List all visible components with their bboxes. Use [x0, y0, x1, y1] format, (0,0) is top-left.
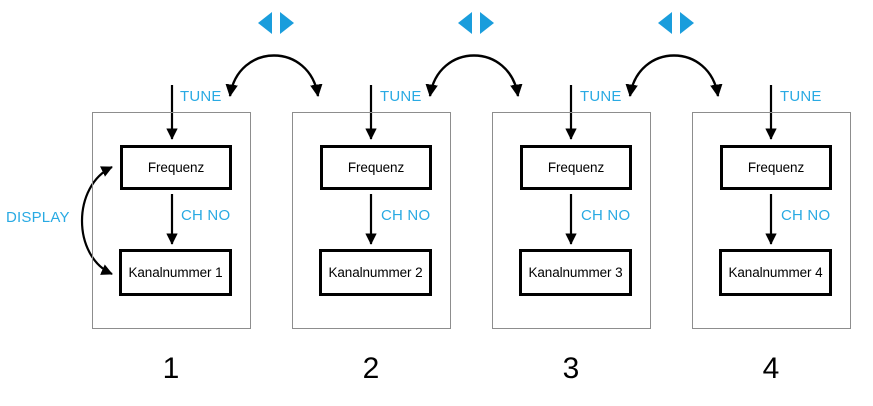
tune-label-panel-4: TUNE [780, 88, 822, 105]
chno-label-panel-4: CH NO [781, 207, 831, 224]
frequency-label: Frequenz [147, 160, 205, 175]
frequency-box-panel-1: Frequenz [120, 145, 232, 190]
tune-label-panel-3: TUNE [580, 88, 622, 105]
panel-3 [492, 112, 651, 329]
channel-box-panel-2: Kanalnummer 2 [319, 249, 432, 296]
panel-number-3: 3 [562, 352, 580, 385]
panel-4 [692, 112, 851, 329]
panel-number-4: 4 [762, 352, 780, 385]
panel-2 [292, 112, 451, 329]
chno-label-panel-3: CH NO [581, 207, 631, 224]
channel-label: Kanalnummer 1 [128, 265, 223, 280]
channel-box-panel-3: Kanalnummer 3 [519, 249, 632, 296]
channel-label: Kanalnummer 2 [328, 265, 423, 280]
panel-number-2: 2 [362, 352, 380, 385]
left-right-arrows-icon-1[interactable] [258, 12, 294, 34]
frequency-box-panel-4: Frequenz [720, 145, 832, 190]
left-right-arrows-icon-2[interactable] [458, 12, 494, 34]
channel-box-panel-4: Kanalnummer 4 [719, 249, 832, 296]
chno-label-panel-1: CH NO [181, 207, 231, 224]
panel-1 [92, 112, 251, 329]
frequency-box-panel-2: Frequenz [320, 145, 432, 190]
frequency-label: Frequenz [747, 160, 805, 175]
tune-label-panel-2: TUNE [380, 88, 422, 105]
panel-link-arc-1-2 [225, 54, 323, 97]
display-label: DISPLAY [6, 209, 70, 226]
channel-label: Kanalnummer 3 [528, 265, 623, 280]
channel-box-panel-1: Kanalnummer 1 [119, 249, 232, 296]
frequency-box-panel-3: Frequenz [520, 145, 632, 190]
panel-number-1: 1 [162, 352, 180, 385]
panel-link-arc-3-4 [625, 54, 723, 97]
panel-link-arc-2-3 [425, 54, 523, 97]
channel-label: Kanalnummer 4 [728, 265, 823, 280]
frequency-label: Frequenz [347, 160, 405, 175]
frequency-label: Frequenz [547, 160, 605, 175]
chno-label-panel-2: CH NO [381, 207, 431, 224]
tune-label-panel-1: TUNE [180, 88, 222, 105]
left-right-arrows-icon-3[interactable] [658, 12, 694, 34]
